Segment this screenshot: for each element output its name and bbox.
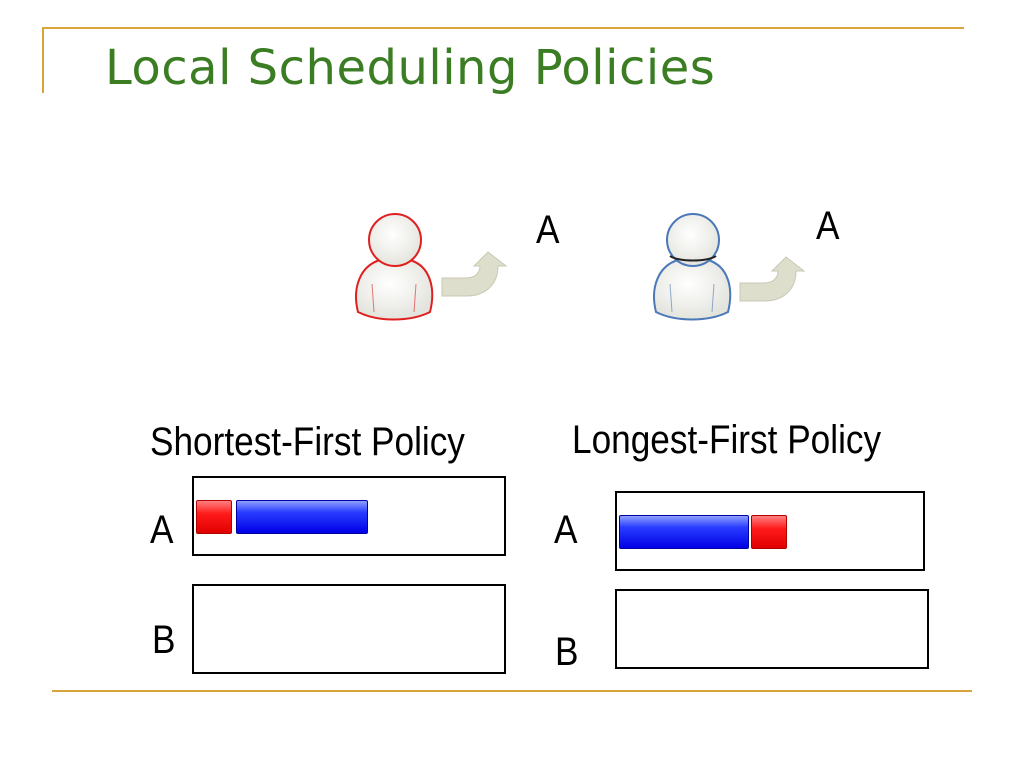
schedule-box-b-left [192, 584, 506, 674]
person-icon-blue [653, 213, 732, 321]
row-label-a-right: A [554, 508, 578, 552]
policy-title-shortest: Shortest-First Policy [150, 420, 465, 464]
person-icon-red [355, 213, 434, 321]
bottom-rule [52, 690, 972, 692]
top-rule [42, 27, 964, 29]
curved-arrow-icon-1 [441, 251, 508, 297]
row-label-b-left: B [152, 618, 176, 662]
left-rule [42, 27, 44, 93]
task-bar-red [751, 515, 787, 549]
schedule-box-b-right [615, 589, 929, 669]
task-bar-red [196, 500, 232, 534]
schedule-box-a-right [615, 491, 925, 571]
task-bar-blue [619, 515, 749, 549]
schedule-box-a-left [192, 476, 506, 556]
curved-arrow-icon-2 [739, 256, 806, 302]
row-label-a-left: A [150, 508, 174, 552]
policy-title-longest: Longest-First Policy [572, 418, 882, 462]
task-bar-blue [236, 500, 368, 534]
slide-title: Local Scheduling Policies [105, 40, 716, 96]
row-label-b-right: B [555, 630, 579, 674]
user-red-label: A [536, 208, 560, 252]
user-blue-label: A [816, 204, 840, 248]
